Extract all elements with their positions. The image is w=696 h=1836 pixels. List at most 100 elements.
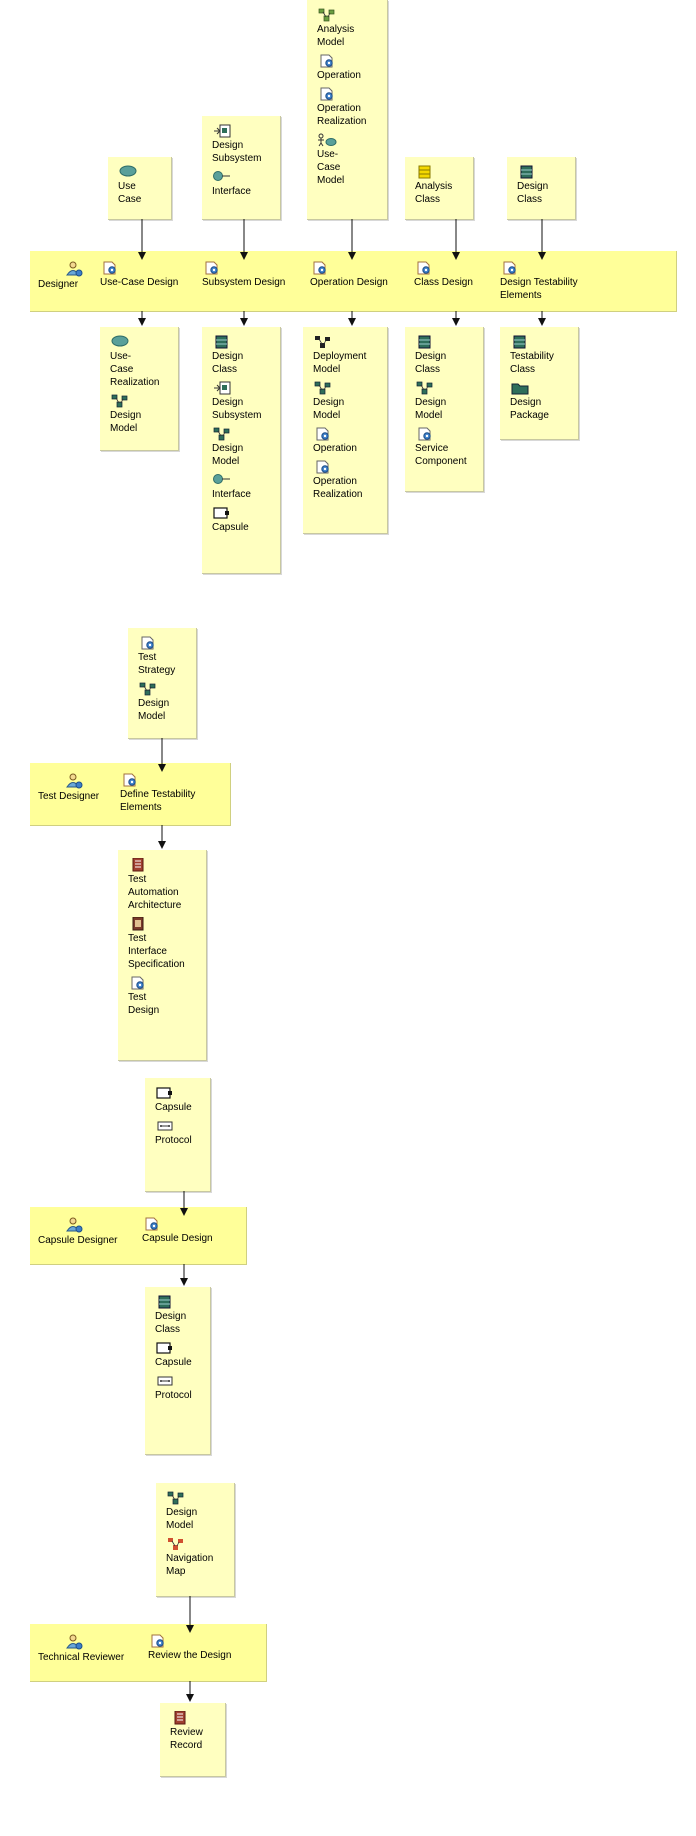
task-label: Subsystem Design bbox=[202, 277, 286, 288]
artifact-label: Capsule bbox=[212, 522, 249, 533]
document-gear-icon bbox=[317, 54, 337, 68]
artifact-design-subsystem[interactable]: Design Subsystem bbox=[212, 381, 261, 422]
deployment-model-icon bbox=[313, 335, 333, 349]
artifact-capsule[interactable]: Capsule bbox=[155, 1341, 192, 1369]
artifact-test-design[interactable]: Test Design bbox=[128, 976, 159, 1017]
class-icon bbox=[155, 1295, 175, 1309]
class-icon bbox=[510, 335, 530, 349]
role-label: Test Designer bbox=[38, 791, 100, 802]
artifact-review-record[interactable]: Review Record bbox=[170, 1711, 203, 1752]
role-technical-reviewer[interactable]: Technical Reviewer bbox=[38, 1634, 124, 1664]
artifact-service-component[interactable]: Service Component bbox=[415, 427, 467, 468]
task-icon bbox=[310, 261, 330, 275]
role-label: Designer bbox=[38, 279, 79, 290]
artifact-label: Design Class bbox=[155, 1311, 187, 1335]
artifact-design-class[interactable]: Design Class bbox=[517, 165, 548, 206]
artifact-capsule[interactable]: Capsule bbox=[212, 506, 249, 534]
artifact-design-class[interactable]: Design Class bbox=[415, 335, 446, 376]
subsystem-icon bbox=[212, 381, 232, 395]
artifact-label: Design Class bbox=[415, 351, 447, 375]
artifact-testability-class[interactable]: Testability Class bbox=[510, 335, 554, 376]
task-subsystem-design[interactable]: Subsystem Design bbox=[202, 261, 312, 289]
task-label: Review the Design bbox=[148, 1650, 232, 1661]
artifact-label: Design Package bbox=[510, 397, 549, 421]
document-gear-icon bbox=[138, 636, 158, 650]
design-model-icon bbox=[212, 427, 232, 441]
interface-icon bbox=[212, 473, 232, 487]
worker-icon bbox=[64, 261, 84, 277]
artifact-label: Analysis Class bbox=[415, 181, 453, 205]
task-operation-design[interactable]: Operation Design bbox=[310, 261, 420, 289]
task-design-testability-elements[interactable]: Design Testability Elements bbox=[500, 261, 610, 302]
artifact-design-model[interactable]: Design Model bbox=[138, 682, 169, 723]
artifact-interface[interactable]: Interface bbox=[212, 170, 251, 198]
artifact-design-subsystem[interactable]: Design Subsystem bbox=[212, 124, 261, 165]
subsystem-icon bbox=[212, 124, 232, 138]
navigation-map-icon bbox=[166, 1537, 186, 1551]
output-artifact-box: Review Record bbox=[160, 1703, 226, 1777]
artifact-design-model[interactable]: Design Model bbox=[415, 381, 446, 422]
artifact-test-automation-architecture[interactable]: Test Automation Architecture bbox=[128, 858, 181, 912]
artifact-design-model[interactable]: Design Model bbox=[212, 427, 243, 468]
artifact-label: Use- Case Realization bbox=[110, 351, 160, 388]
artifact-operation-realization[interactable]: Operation Realization bbox=[317, 87, 366, 128]
artifact-use-case-model[interactable]: Use- Case Model bbox=[317, 133, 344, 187]
artifact-analysis-model[interactable]: Analysis Model bbox=[317, 8, 354, 49]
artifact-label: Operation bbox=[317, 70, 361, 81]
task-review-the-design[interactable]: Review the Design bbox=[148, 1634, 258, 1662]
artifact-protocol[interactable]: Protocol bbox=[155, 1374, 192, 1402]
task-use-case-design[interactable]: Use-Case Design bbox=[100, 261, 210, 289]
artifact-test-interface-specification[interactable]: Test Interface Specification bbox=[128, 917, 185, 971]
artifact-design-class[interactable]: Design Class bbox=[212, 335, 243, 376]
artifact-test-strategy[interactable]: Test Strategy bbox=[138, 636, 175, 677]
task-icon bbox=[414, 261, 434, 275]
report-alt-icon bbox=[128, 917, 148, 931]
artifact-design-model[interactable]: Design Model bbox=[110, 394, 141, 435]
artifact-capsule[interactable]: Capsule bbox=[155, 1086, 192, 1114]
artifact-design-class[interactable]: Design Class bbox=[155, 1295, 186, 1336]
artifact-use-case-realization[interactable]: Use- Case Realization bbox=[110, 335, 159, 389]
role-capsule-designer[interactable]: Capsule Designer bbox=[38, 1217, 118, 1247]
artifact-design-model[interactable]: Design Model bbox=[166, 1491, 197, 1532]
design-model-icon bbox=[313, 381, 333, 395]
artifact-label: Design Class bbox=[517, 181, 549, 205]
artifact-design-model[interactable]: Design Model bbox=[313, 381, 344, 422]
task-define-testability-elements[interactable]: Define Testability Elements bbox=[120, 773, 230, 814]
artifact-protocol[interactable]: Protocol bbox=[155, 1119, 192, 1147]
artifact-label: Design Model bbox=[166, 1507, 198, 1531]
artifact-label: Test Automation Architecture bbox=[128, 874, 182, 911]
task-label: Design Testability Elements bbox=[500, 277, 578, 301]
task-capsule-design[interactable]: Capsule Design bbox=[142, 1217, 252, 1245]
task-icon bbox=[202, 261, 222, 275]
input-artifact-box: Analysis Class bbox=[405, 157, 474, 220]
artifact-label: Protocol bbox=[155, 1390, 192, 1401]
artifact-deployment-model[interactable]: Deployment Model bbox=[313, 335, 366, 376]
artifact-operation-realization[interactable]: Operation Realization bbox=[313, 460, 362, 501]
artifact-interface[interactable]: Interface bbox=[212, 473, 251, 501]
task-label: Define Testability Elements bbox=[120, 789, 196, 813]
artifact-design-package[interactable]: Design Package bbox=[510, 381, 549, 422]
artifact-operation[interactable]: Operation bbox=[313, 427, 357, 455]
artifact-label: Design Subsystem bbox=[212, 397, 262, 421]
class-icon bbox=[517, 165, 537, 179]
artifact-operation[interactable]: Operation bbox=[317, 54, 361, 82]
document-gear-icon bbox=[313, 460, 333, 474]
worker-icon bbox=[64, 1217, 84, 1233]
role-test-designer[interactable]: Test Designer bbox=[38, 773, 99, 803]
task-class-design[interactable]: Class Design bbox=[414, 261, 504, 289]
artifact-use-case[interactable]: Use Case bbox=[118, 165, 141, 206]
design-model-icon bbox=[166, 1491, 186, 1505]
artifact-analysis-class[interactable]: Analysis Class bbox=[415, 165, 452, 206]
artifact-label: Interface bbox=[212, 489, 251, 500]
artifact-navigation-map[interactable]: Navigation Map bbox=[166, 1537, 213, 1578]
artifact-label: Test Interface Specification bbox=[128, 933, 185, 970]
role-designer[interactable]: Designer bbox=[38, 261, 84, 291]
